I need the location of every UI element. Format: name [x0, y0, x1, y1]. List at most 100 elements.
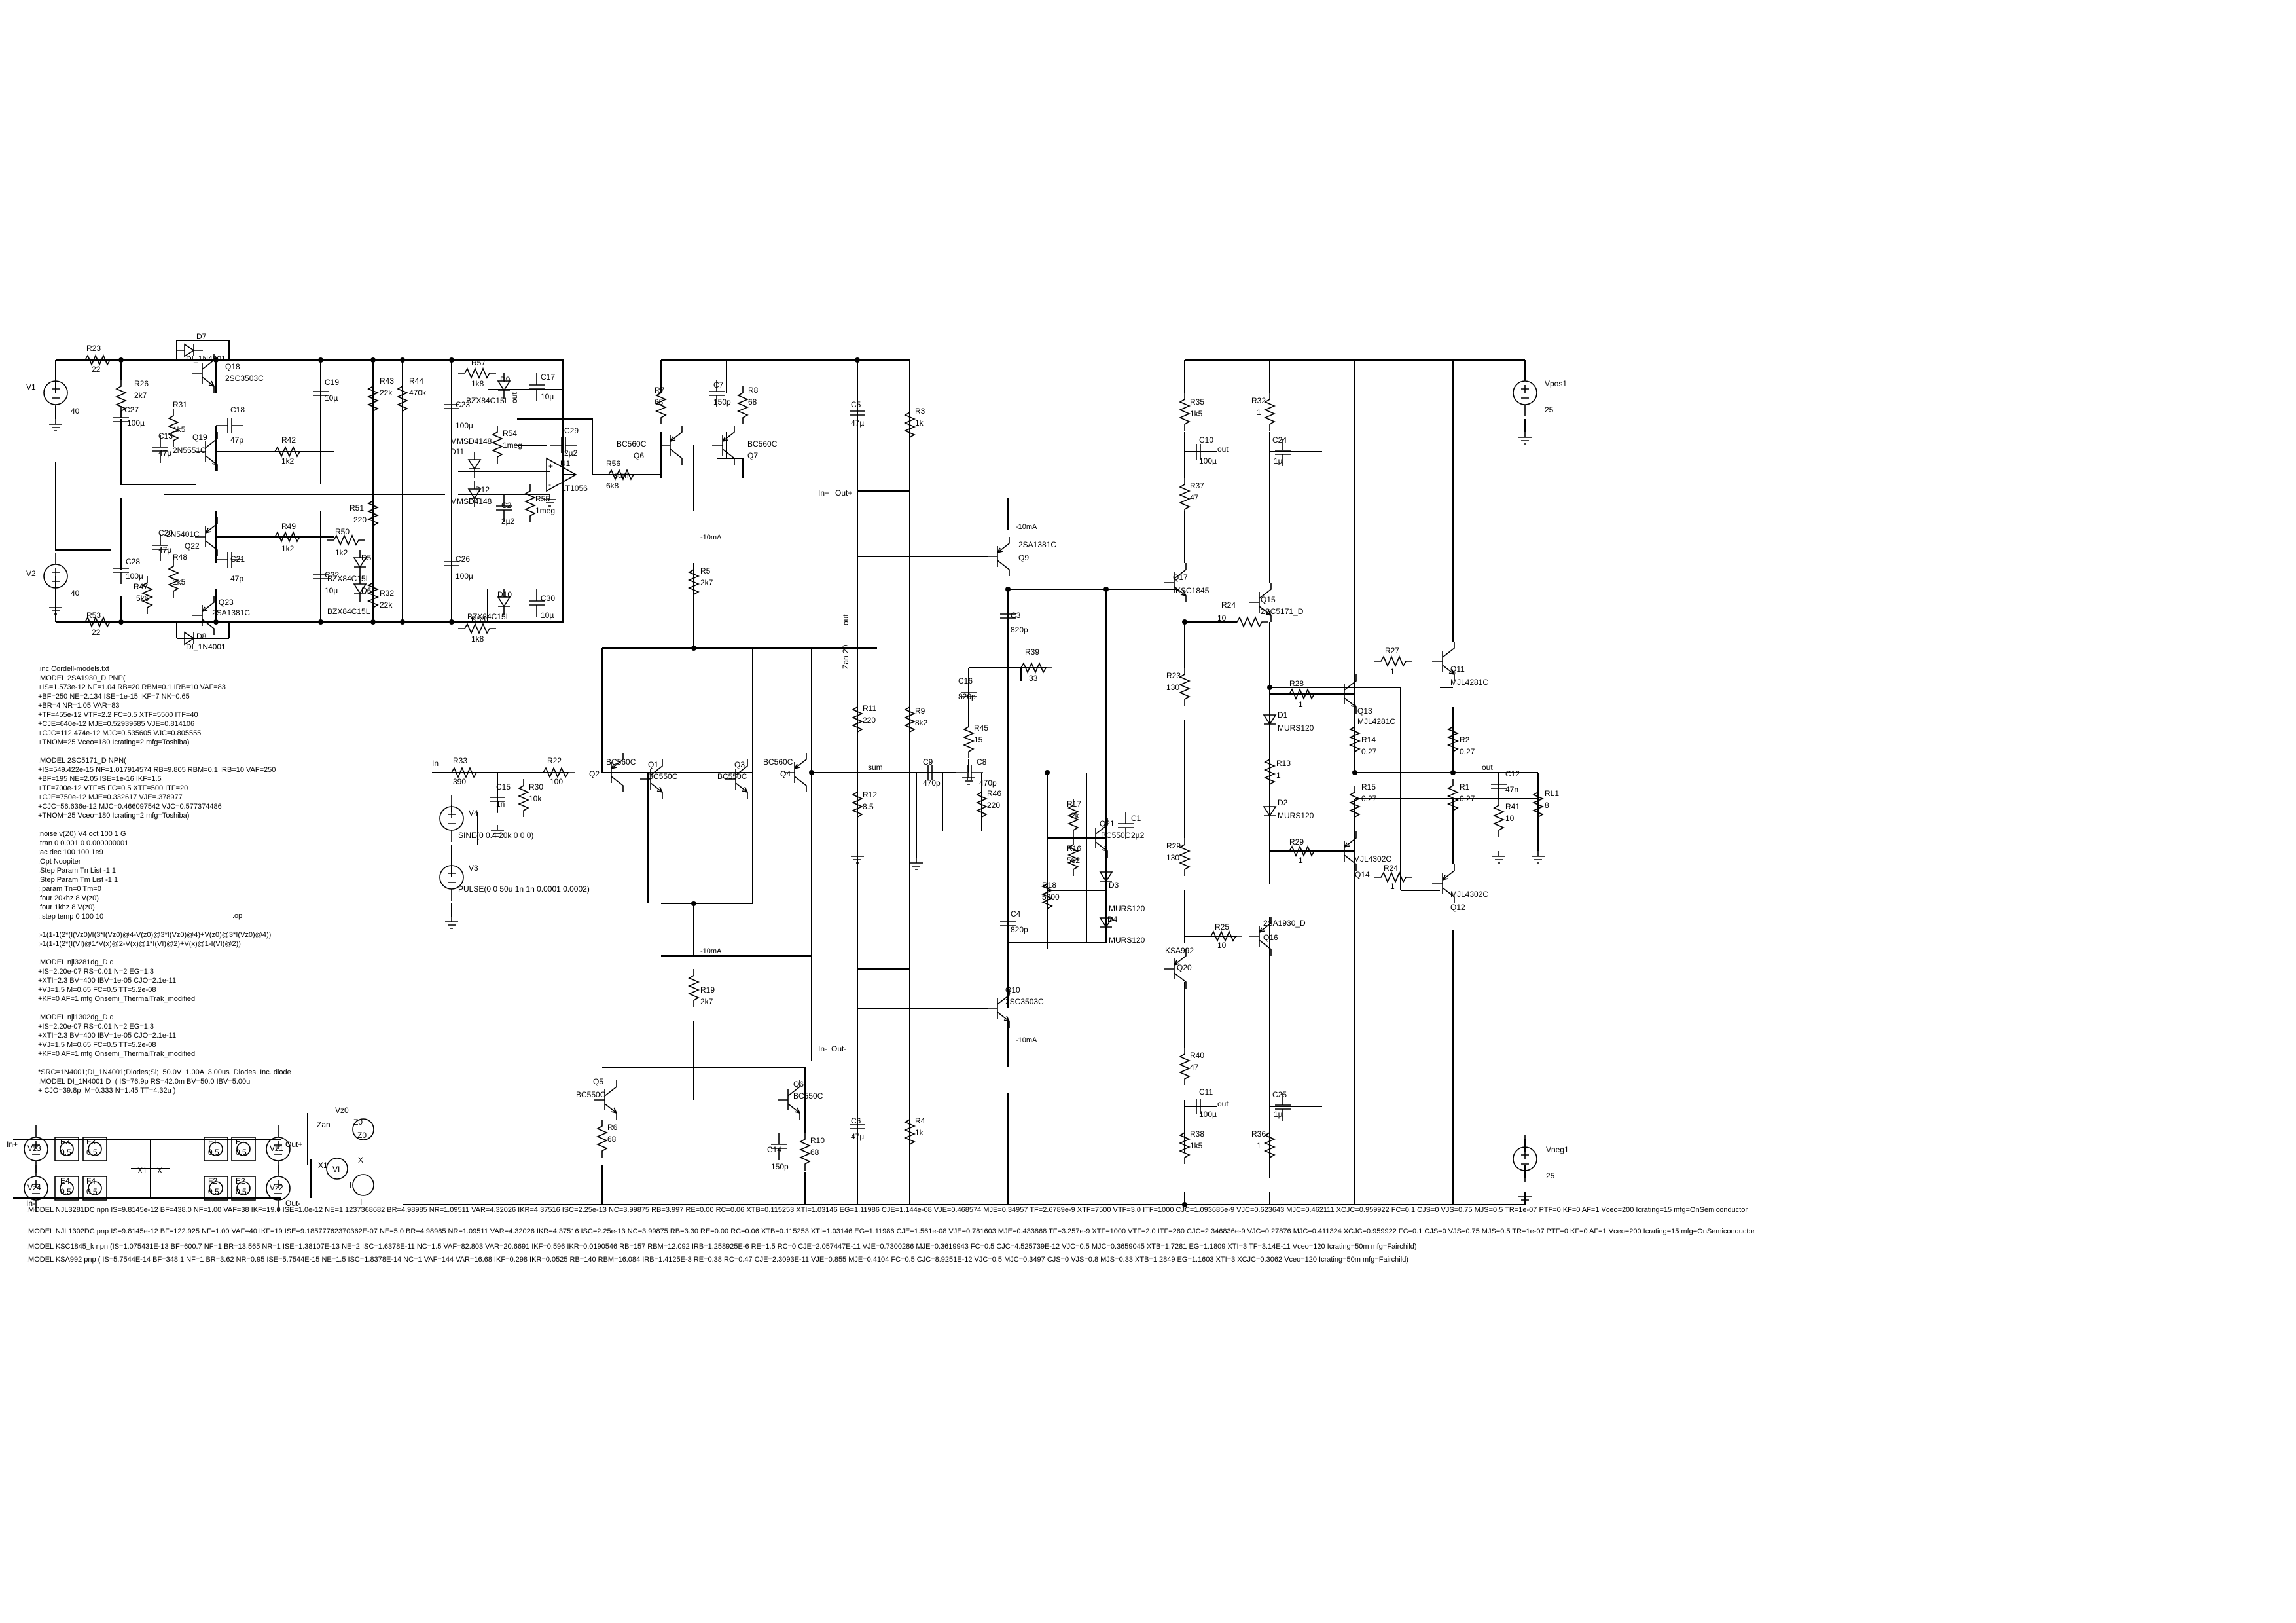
svg-text:68: 68: [810, 1148, 819, 1157]
svg-text:1k5: 1k5: [1190, 409, 1203, 418]
svg-text:BC560C: BC560C: [617, 439, 647, 448]
svg-text:22: 22: [92, 628, 101, 637]
opamp-u1[interactable]: + - U1 LT1056: [546, 457, 588, 493]
svg-text:22k: 22k: [380, 600, 393, 610]
svg-text:Out+: Out+: [285, 1140, 302, 1149]
voltage-source-v1[interactable]: V1 40: [26, 369, 80, 417]
svg-text:MMSD4148: MMSD4148: [450, 437, 492, 446]
svg-text:1k: 1k: [915, 1128, 924, 1137]
svg-text:BC560C: BC560C: [606, 757, 636, 767]
svg-text:C18: C18: [230, 405, 245, 414]
voltage-source-vneg1[interactable]: Vneg1 25: [1513, 1135, 1569, 1183]
voltage-source-v2[interactable]: V2 40: [26, 552, 80, 600]
svg-text:150p: 150p: [713, 397, 731, 407]
svg-text:Q21: Q21: [1100, 819, 1115, 828]
svg-text:MURS120: MURS120: [1278, 811, 1314, 820]
svg-text:D12: D12: [475, 485, 490, 494]
svg-text:U1: U1: [560, 459, 571, 468]
svg-text:8k2: 8k2: [915, 718, 928, 727]
svg-text:R26: R26: [134, 379, 149, 388]
svg-text:MMSD4148: MMSD4148: [450, 497, 492, 506]
svg-text:0.27: 0.27: [1460, 794, 1475, 803]
svg-text:Q2: Q2: [589, 769, 600, 778]
svg-text:R23: R23: [1166, 671, 1181, 680]
svg-text:C6: C6: [851, 1116, 861, 1125]
svg-text:R18: R18: [1042, 881, 1056, 890]
svg-text:-10mA: -10mA: [1016, 1036, 1037, 1044]
svg-text:E3: E3: [60, 1137, 70, 1146]
svg-text:R4: R4: [915, 1116, 925, 1125]
test-fixture[interactable]: In+ Vz3 Vz4 In- E30.5 F30.5 E40.5 F40.5 …: [7, 1106, 374, 1213]
voltage-source-vpos1[interactable]: Vpos1 25: [1513, 369, 1567, 417]
svg-text:C3: C3: [1011, 611, 1021, 620]
junction-dots: [118, 357, 1456, 1207]
svg-text:R58: R58: [471, 615, 486, 624]
svg-text:R14: R14: [1361, 735, 1376, 744]
svg-text:Z0: Z0: [357, 1131, 367, 1140]
svg-text:D7: D7: [196, 332, 207, 341]
svg-text:Vneg1: Vneg1: [1546, 1145, 1569, 1154]
svg-text:0.5: 0.5: [236, 1187, 247, 1196]
svg-text:Q5: Q5: [593, 1077, 603, 1086]
svg-text:8.5: 8.5: [863, 802, 874, 811]
svg-text:C27: C27: [124, 405, 139, 414]
svg-text:D4: D4: [1107, 915, 1118, 924]
svg-text:D1: D1: [1278, 710, 1288, 720]
svg-text:1meg: 1meg: [503, 441, 522, 450]
svg-text:R41: R41: [1505, 802, 1520, 811]
svg-text:1µ: 1µ: [1274, 1110, 1283, 1119]
svg-text:Vz1: Vz1: [270, 1144, 283, 1153]
svg-text:MJL4281C: MJL4281C: [1357, 717, 1395, 726]
svg-text:1n: 1n: [496, 799, 505, 809]
svg-text:Out-: Out-: [285, 1199, 300, 1208]
svg-text:1: 1: [1257, 1141, 1261, 1150]
svg-text:KSA992: KSA992: [1165, 946, 1194, 955]
voltage-source-v3[interactable]: V3 PULSE(0 0 50u 1n 1n 0.0001 0.0002): [439, 853, 590, 902]
svg-text:47µ: 47µ: [158, 448, 171, 458]
svg-text:Q7: Q7: [747, 451, 758, 460]
svg-text:MURS120: MURS120: [1109, 936, 1145, 945]
svg-text:PULSE(0 0 50u 1n 1n 0.0001 0.0: PULSE(0 0 50u 1n 1n 0.0001 0.0002): [458, 884, 590, 894]
svg-text:100µ: 100µ: [1199, 456, 1217, 465]
svg-text:DI_1N4001: DI_1N4001: [186, 642, 226, 651]
svg-text:2µ2: 2µ2: [501, 517, 515, 526]
svg-text:1: 1: [1390, 882, 1395, 891]
svg-text:10k: 10k: [529, 794, 542, 803]
svg-text:R56: R56: [606, 459, 620, 468]
svg-text:R55: R55: [535, 494, 550, 503]
svg-text:0.5: 0.5: [86, 1148, 98, 1157]
svg-text:R45: R45: [974, 723, 988, 733]
model-line-njl1302dc: .MODEL NJL1302DC pnp IS=9.8145e-12 BF=12…: [26, 1228, 1755, 1235]
svg-text:1: 1: [1299, 700, 1303, 709]
svg-text:470k: 470k: [409, 388, 427, 397]
voltage-source-v4[interactable]: V4 SINE(0 0.4 20k 0 0 0): [439, 794, 533, 843]
svg-text:220: 220: [987, 801, 1000, 810]
